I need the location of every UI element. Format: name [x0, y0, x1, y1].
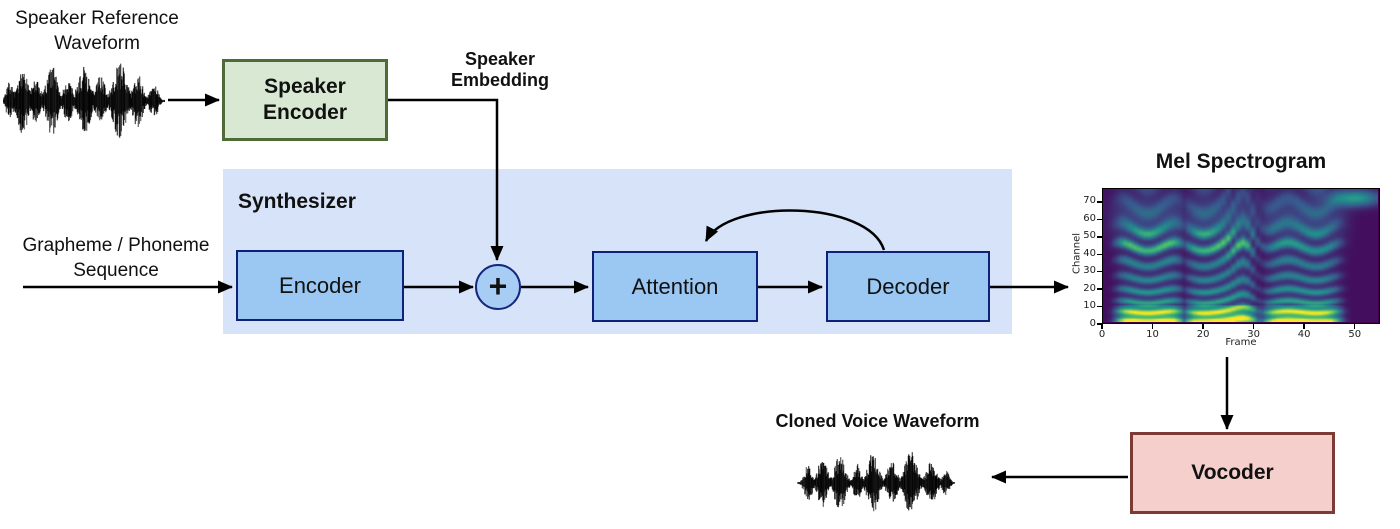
synthesizer-title: Synthesizer	[238, 190, 356, 213]
speaker-reference-waveform-image	[3, 60, 165, 142]
mel-spectrogram-plot	[1102, 188, 1380, 324]
encoder-label: Encoder	[279, 272, 361, 298]
cloned-voice-waveform-image	[797, 448, 955, 518]
grapheme-phoneme-label: Grapheme / Phoneme Sequence	[22, 235, 210, 281]
vocoder-label: Vocoder	[1191, 461, 1274, 484]
attention-box: Attention	[592, 251, 758, 322]
plus-icon: +	[488, 267, 508, 304]
mel-spectrogram-title: Mel Spectrogram	[1155, 150, 1327, 173]
attention-label: Attention	[631, 273, 719, 299]
speaker-embedding-label: Speaker Embedding	[451, 49, 549, 90]
arrow-speaker-embedding-to-sum	[388, 98, 504, 261]
speaker-encoder-box: Speaker Encoder	[222, 59, 388, 141]
encoder-box: Encoder	[236, 250, 404, 321]
vocoder-box: Vocoder	[1130, 432, 1335, 514]
cloned-voice-label: Cloned Voice Waveform	[775, 411, 980, 431]
decoder-label: Decoder	[866, 273, 950, 299]
decoder-box: Decoder	[826, 251, 990, 322]
sum-junction: +	[475, 264, 521, 310]
speaker-reference-label: Speaker Reference Waveform	[15, 8, 179, 54]
speaker-encoder-label: Speaker Encoder	[262, 75, 348, 124]
arrow-decoder-feedback-to-attention	[704, 209, 886, 251]
mel-spectrogram-heatmap	[1103, 189, 1378, 322]
